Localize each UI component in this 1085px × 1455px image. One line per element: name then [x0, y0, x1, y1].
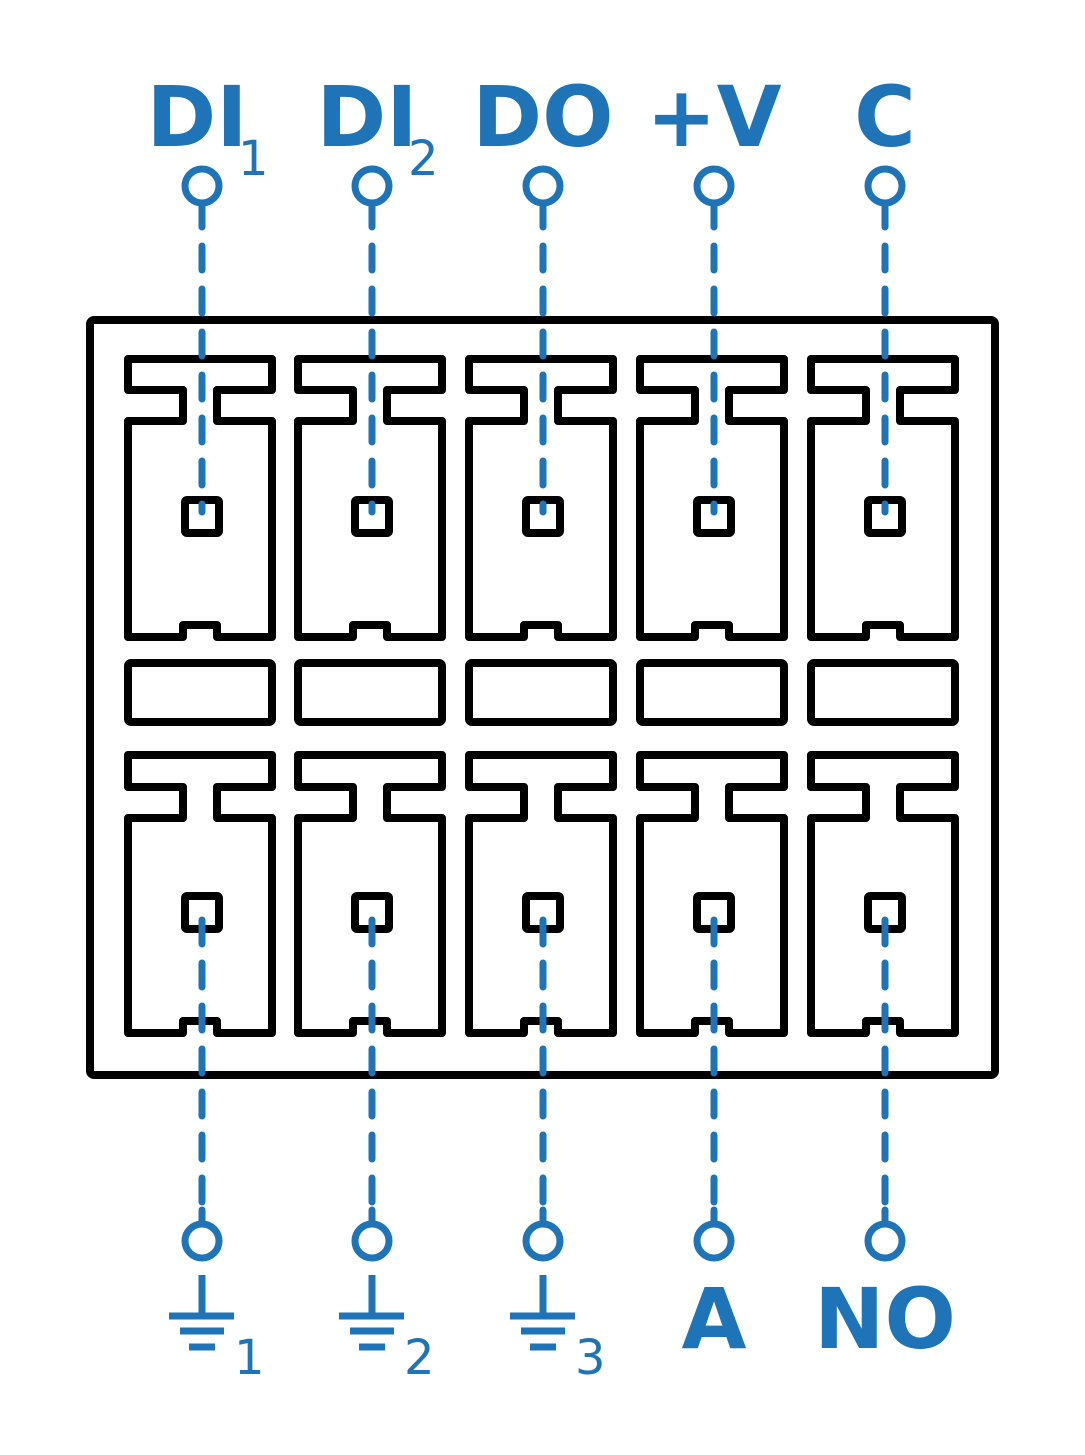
pin-subscript: 2: [408, 131, 439, 187]
terminal-column-5: [807, 355, 959, 1037]
top-terminal-clamp: [636, 355, 788, 641]
top-terminal-screw: [181, 496, 223, 537]
top-connection-node-icon: [181, 165, 223, 207]
top-terminal-clamp: [294, 355, 446, 641]
terminal-column-3: [465, 355, 617, 1037]
top-label-3: DO: [472, 68, 613, 166]
ground-subscript: 2: [404, 1330, 435, 1386]
pin-subscript: 1: [238, 131, 269, 187]
wire-1: [181, 165, 223, 1262]
bottom-label-3: 3: [510, 1275, 606, 1386]
top-terminal-clamp: [124, 355, 276, 641]
top-connection-node-icon: [864, 165, 906, 207]
top-terminal-clamp: [465, 355, 617, 641]
pin-label: DI: [317, 68, 418, 166]
top-connection-node-icon: [693, 165, 735, 207]
separator-bar: [807, 659, 959, 726]
separator-bar: [124, 659, 276, 726]
bottom-label-5: NO: [814, 1270, 956, 1368]
bottom-connection-node-icon: [693, 1220, 735, 1262]
top-terminal-screw: [693, 496, 735, 537]
bottom-connection-node-icon: [864, 1220, 906, 1262]
ground-icon: [510, 1275, 575, 1351]
bottom-connection-node-icon: [181, 1220, 223, 1262]
pin-label: C: [854, 68, 916, 166]
wire-5: [864, 165, 906, 1262]
terminal-column-4: [636, 355, 788, 1037]
pin-label: +V: [646, 68, 781, 166]
bottom-terminal-clamp: [465, 751, 617, 1037]
top-terminal-screw: [351, 496, 393, 537]
separator-bar: [465, 659, 617, 726]
ground-icon: [339, 1275, 404, 1351]
bottom-terminal-clamp: [124, 751, 276, 1037]
bottom-terminal-clamp: [636, 751, 788, 1037]
ground-subscript: 1: [234, 1330, 265, 1386]
top-label-5: C: [854, 68, 916, 166]
top-connection-node-icon: [522, 165, 564, 207]
terminal-column-1: [124, 355, 276, 1037]
bottom-terminal-clamp: [807, 751, 959, 1037]
terminal-column-2: [294, 355, 446, 1037]
top-terminal-clamp: [807, 355, 959, 641]
top-label-1: DI1: [147, 68, 269, 187]
wire-3: [522, 165, 564, 1262]
bottom-label-1: 1: [169, 1275, 265, 1386]
pin-label: DO: [472, 68, 613, 166]
top-label-2: DI2: [317, 68, 439, 187]
bottom-label-2: 2: [339, 1275, 435, 1386]
pin-label: NO: [814, 1270, 956, 1368]
wire-4: [693, 165, 735, 1262]
pin-label: A: [681, 1270, 746, 1368]
ground-subscript: 3: [575, 1330, 606, 1386]
wire-2: [351, 165, 393, 1262]
ground-icon: [169, 1275, 234, 1351]
top-connection-node-icon: [351, 165, 393, 207]
top-terminal-screw: [864, 496, 906, 537]
bottom-terminal-clamp: [294, 751, 446, 1037]
bottom-connection-node-icon: [351, 1220, 393, 1262]
bottom-connection-node-icon: [522, 1220, 564, 1262]
bottom-label-4: A: [681, 1270, 746, 1368]
top-label-4: +V: [646, 68, 781, 166]
separator-bar: [636, 659, 788, 726]
pin-label: DI: [147, 68, 248, 166]
separator-bar: [294, 659, 446, 726]
top-terminal-screw: [522, 496, 564, 537]
